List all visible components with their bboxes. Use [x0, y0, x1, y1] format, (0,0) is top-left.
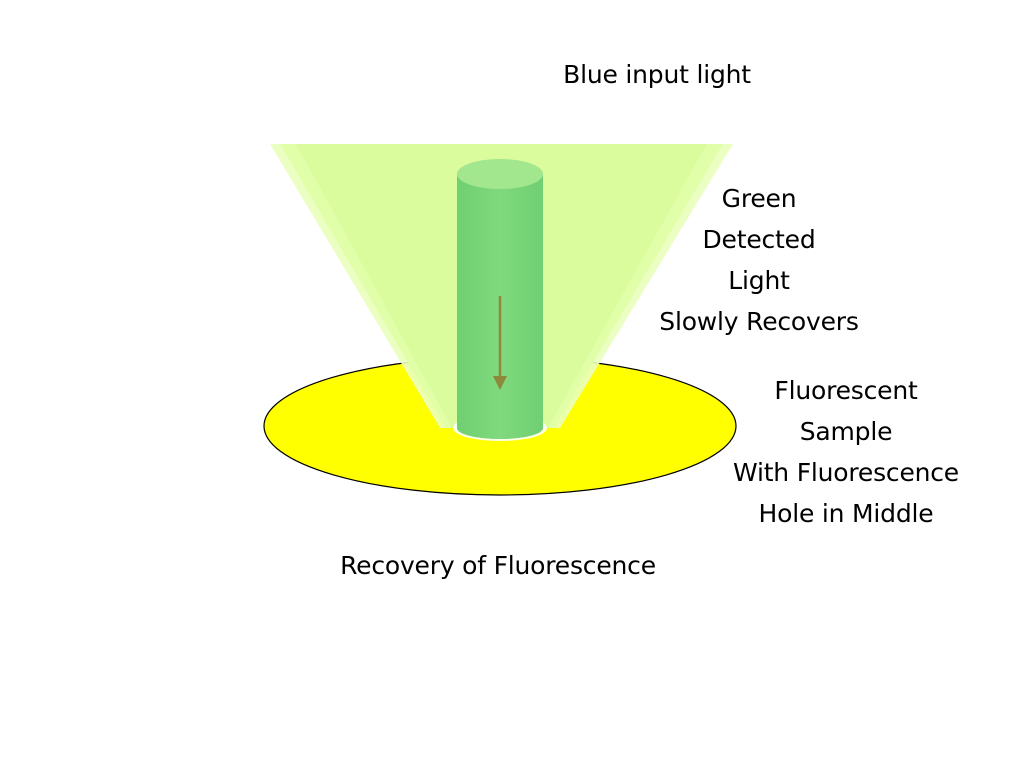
detected-light-line-1: Green — [721, 184, 797, 213]
beam-top-cap — [457, 159, 543, 189]
sample-line-3: With Fluorescence — [732, 458, 959, 487]
detected-light-line-2: Detected — [702, 225, 816, 254]
detected-light-line-4: Slowly Recovers — [659, 307, 859, 336]
detected-light-line-3: Light — [728, 266, 790, 295]
detected-light-label: Green Detected Light Slowly Recovers — [612, 178, 906, 342]
sample-line-2: Sample — [799, 417, 893, 446]
sample-line-1: Fluorescent — [774, 376, 918, 405]
diagram-title: Recovery of Fluorescence — [340, 551, 656, 580]
down-arrow-icon — [493, 296, 507, 390]
sample-line-4: Hole in Middle — [758, 499, 934, 528]
blue-input-light-label: Blue input light — [563, 60, 751, 89]
sample-label: Fluorescent Sample With Fluorescence Hol… — [706, 370, 986, 534]
